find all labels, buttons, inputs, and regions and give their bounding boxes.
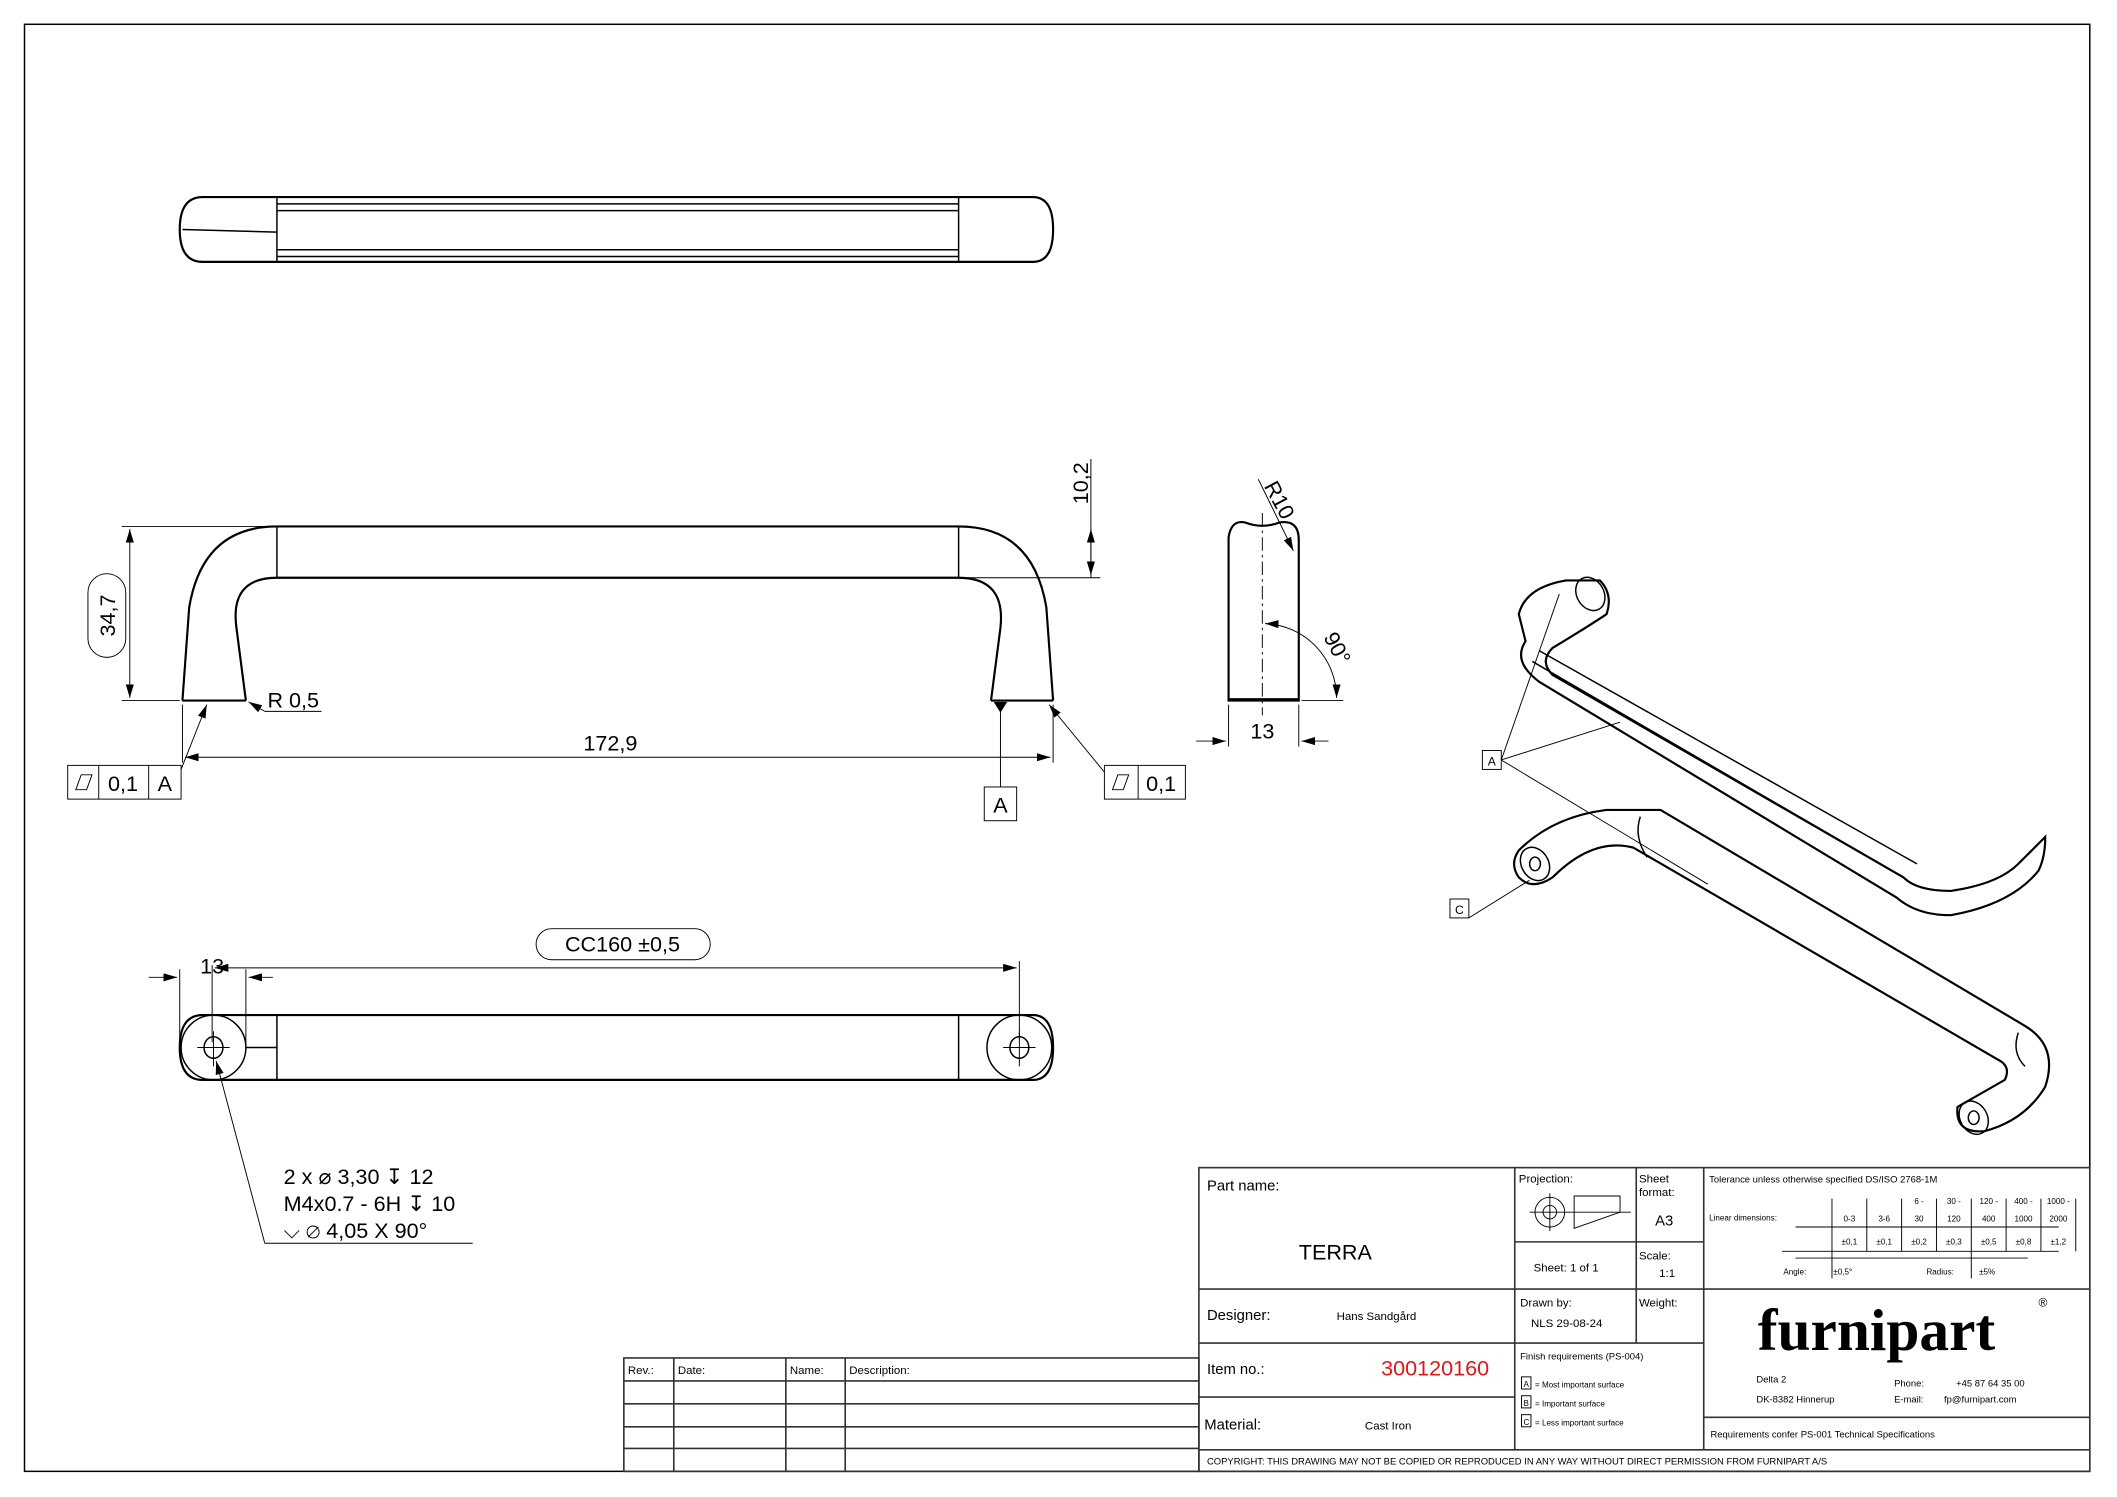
- copyright-notice: COPYRIGHT: THIS DRAWING MAY NOT BE COPIE…: [1207, 1457, 1827, 1468]
- date-header: Date:: [678, 1365, 705, 1377]
- thickness-dimension: 10,2: [1068, 462, 1093, 504]
- range-to: 3-6: [1878, 1215, 1890, 1224]
- range-from: 6 -: [1914, 1197, 1924, 1206]
- furnipart-logo: furnipart: [1758, 1297, 1996, 1363]
- scale-value: 1:1: [1659, 1268, 1675, 1280]
- projection-symbol-icon: [1529, 1193, 1631, 1232]
- width-dimension: 13: [1250, 718, 1274, 743]
- phone-number: +45 87 64 35 00: [1956, 1378, 2025, 1389]
- center-distance-dimension: CC160 ±0,5: [565, 932, 680, 957]
- finish-a-text: = Most important surface: [1535, 1381, 1625, 1390]
- sheet-number: Sheet: 1 of 1: [1534, 1263, 1599, 1275]
- range-from: 400 -: [2014, 1197, 2033, 1206]
- title-block: Part name: TERRA Projection: Sheet forma…: [1198, 1166, 2091, 1473]
- weight-label: Weight:: [1639, 1298, 1678, 1310]
- projection-label: Projection:: [1519, 1173, 1573, 1185]
- flatness-icon: [1111, 774, 1130, 791]
- phone-label: Phone:: [1894, 1378, 1924, 1389]
- range-to: 400: [1982, 1215, 1996, 1224]
- part-name-label: Part name:: [1207, 1179, 1280, 1195]
- radius-label: Radius:: [1926, 1267, 1953, 1276]
- range-from: 30 -: [1947, 1197, 1961, 1206]
- description-header: Description:: [849, 1365, 910, 1377]
- linear-tolerance: ±0,1: [1876, 1238, 1892, 1247]
- address-line-1: Delta 2: [1756, 1374, 1786, 1385]
- drawing-border: [23, 23, 2091, 1473]
- fcf-left-datum: A: [158, 771, 173, 796]
- designer-label: Designer:: [1207, 1308, 1270, 1324]
- linear-tolerance: ±0,2: [1911, 1238, 1927, 1247]
- tolerance-title: Tolerance unless otherwise specified DS/…: [1709, 1174, 1937, 1185]
- range-to: 1000: [2015, 1215, 2033, 1224]
- email-address: fp@furnipart.com: [1944, 1395, 2017, 1406]
- range-to: 30: [1915, 1215, 1924, 1224]
- tolerance-table: 0-3 ±0,1 3-6 ±0,1 6 - 30 ±0,2 30 - 120 ±0,3 120 - 4…: [1831, 1197, 2077, 1279]
- datum-a-label: A: [993, 793, 1008, 818]
- requirements-note: Requirements confer PS-001 Technical Spe…: [1710, 1430, 1935, 1441]
- linear-dimensions-label: Linear dimensions:: [1709, 1213, 1777, 1222]
- linear-tolerance: ±0,3: [1946, 1238, 1962, 1247]
- material-label: Material:: [1204, 1418, 1261, 1434]
- side-view: R10 90° 13: [1196, 477, 1356, 747]
- iso-label-a: A: [1488, 754, 1497, 768]
- flatness-icon: [75, 774, 93, 791]
- rev-header: Rev.:: [628, 1365, 654, 1377]
- sheet-format-label-line1: Sheet: [1639, 1173, 1670, 1185]
- fcf-left-value: 0,1: [108, 771, 138, 796]
- sheet-format: A3: [1655, 1214, 1673, 1230]
- bottom-view: 13 CC160 ±0,5 2 x ⌀ 3,30 ↧ 12 M4x0.7 - 6…: [148, 928, 1055, 1244]
- linear-tolerance: ±0,5: [1981, 1238, 1997, 1247]
- range-from: 1000 -: [2047, 1197, 2070, 1206]
- bottom-width-dimension: 13: [200, 953, 224, 978]
- finish-b-text: = Important surface: [1535, 1400, 1605, 1409]
- item-no-label: Item no.:: [1207, 1362, 1265, 1378]
- scale-label: Scale:: [1639, 1250, 1671, 1262]
- range-to: 120: [1947, 1215, 1961, 1224]
- radius-dimension: R10: [1259, 477, 1300, 524]
- length-dimension: 172,9: [583, 731, 637, 756]
- height-dimension: 34,7: [95, 595, 120, 637]
- angle-dimension: 90°: [1319, 628, 1356, 669]
- address-line-2: DK-8382 Hinnerup: [1756, 1395, 1834, 1406]
- fcf-right-value: 0,1: [1146, 771, 1176, 796]
- drawn-by-label: Drawn by:: [1520, 1298, 1572, 1310]
- name-header: Name:: [790, 1365, 824, 1377]
- finish-key-b: B: [1524, 1399, 1529, 1408]
- hole-note-line-3: ⌵ ⌀ 4,05 X 90°: [284, 1218, 428, 1243]
- hole-note-line-1: 2 x ⌀ 3,30 ↧ 12: [284, 1164, 434, 1189]
- range-to: 0-3: [1844, 1215, 1856, 1224]
- revision-table: Rev.: Date: Name: Description:: [623, 1357, 1200, 1473]
- radius-note: R 0,5: [267, 687, 319, 712]
- angle-tolerance: ±0,5°: [1833, 1267, 1852, 1276]
- radius-tolerance: ±5%: [1979, 1267, 1995, 1276]
- material-value: Cast Iron: [1365, 1421, 1412, 1433]
- iso-label-c: C: [1455, 903, 1464, 917]
- hole-note-line-2: M4x0.7 - 6H ↧ 10: [284, 1191, 456, 1216]
- range-from: 120 -: [1979, 1197, 1998, 1206]
- top-view: [178, 196, 1055, 263]
- drawn-by: NLS 29-08-24: [1531, 1318, 1603, 1330]
- finish-requirements-title: Finish requirements (PS-004): [1520, 1351, 1643, 1362]
- linear-tolerance: ±0,8: [2016, 1238, 2032, 1247]
- email-label: E-mail:: [1894, 1395, 1923, 1406]
- range-to: 2000: [2049, 1215, 2067, 1224]
- sheet-format-label-line2: format:: [1639, 1187, 1675, 1199]
- linear-tolerance: ±0,1: [1842, 1238, 1858, 1247]
- finish-c-text: = Less important surface: [1535, 1418, 1624, 1427]
- finish-key-c: C: [1524, 1418, 1530, 1427]
- angle-label: Angle:: [1783, 1267, 1806, 1276]
- registered-mark-icon: ®: [2039, 1296, 2048, 1310]
- part-name: TERRA: [1299, 1239, 1373, 1264]
- designer-name: Hans Sandgård: [1337, 1311, 1417, 1323]
- finish-key-a: A: [1524, 1380, 1530, 1389]
- front-view: 34,7 10,2 R 0,5 172,9 0,1 A A 0,1: [67, 458, 1186, 822]
- item-number: 300120160: [1381, 1356, 1489, 1381]
- isometric-view: A C: [1449, 576, 2051, 1136]
- linear-tolerance: ±1,2: [2051, 1238, 2067, 1247]
